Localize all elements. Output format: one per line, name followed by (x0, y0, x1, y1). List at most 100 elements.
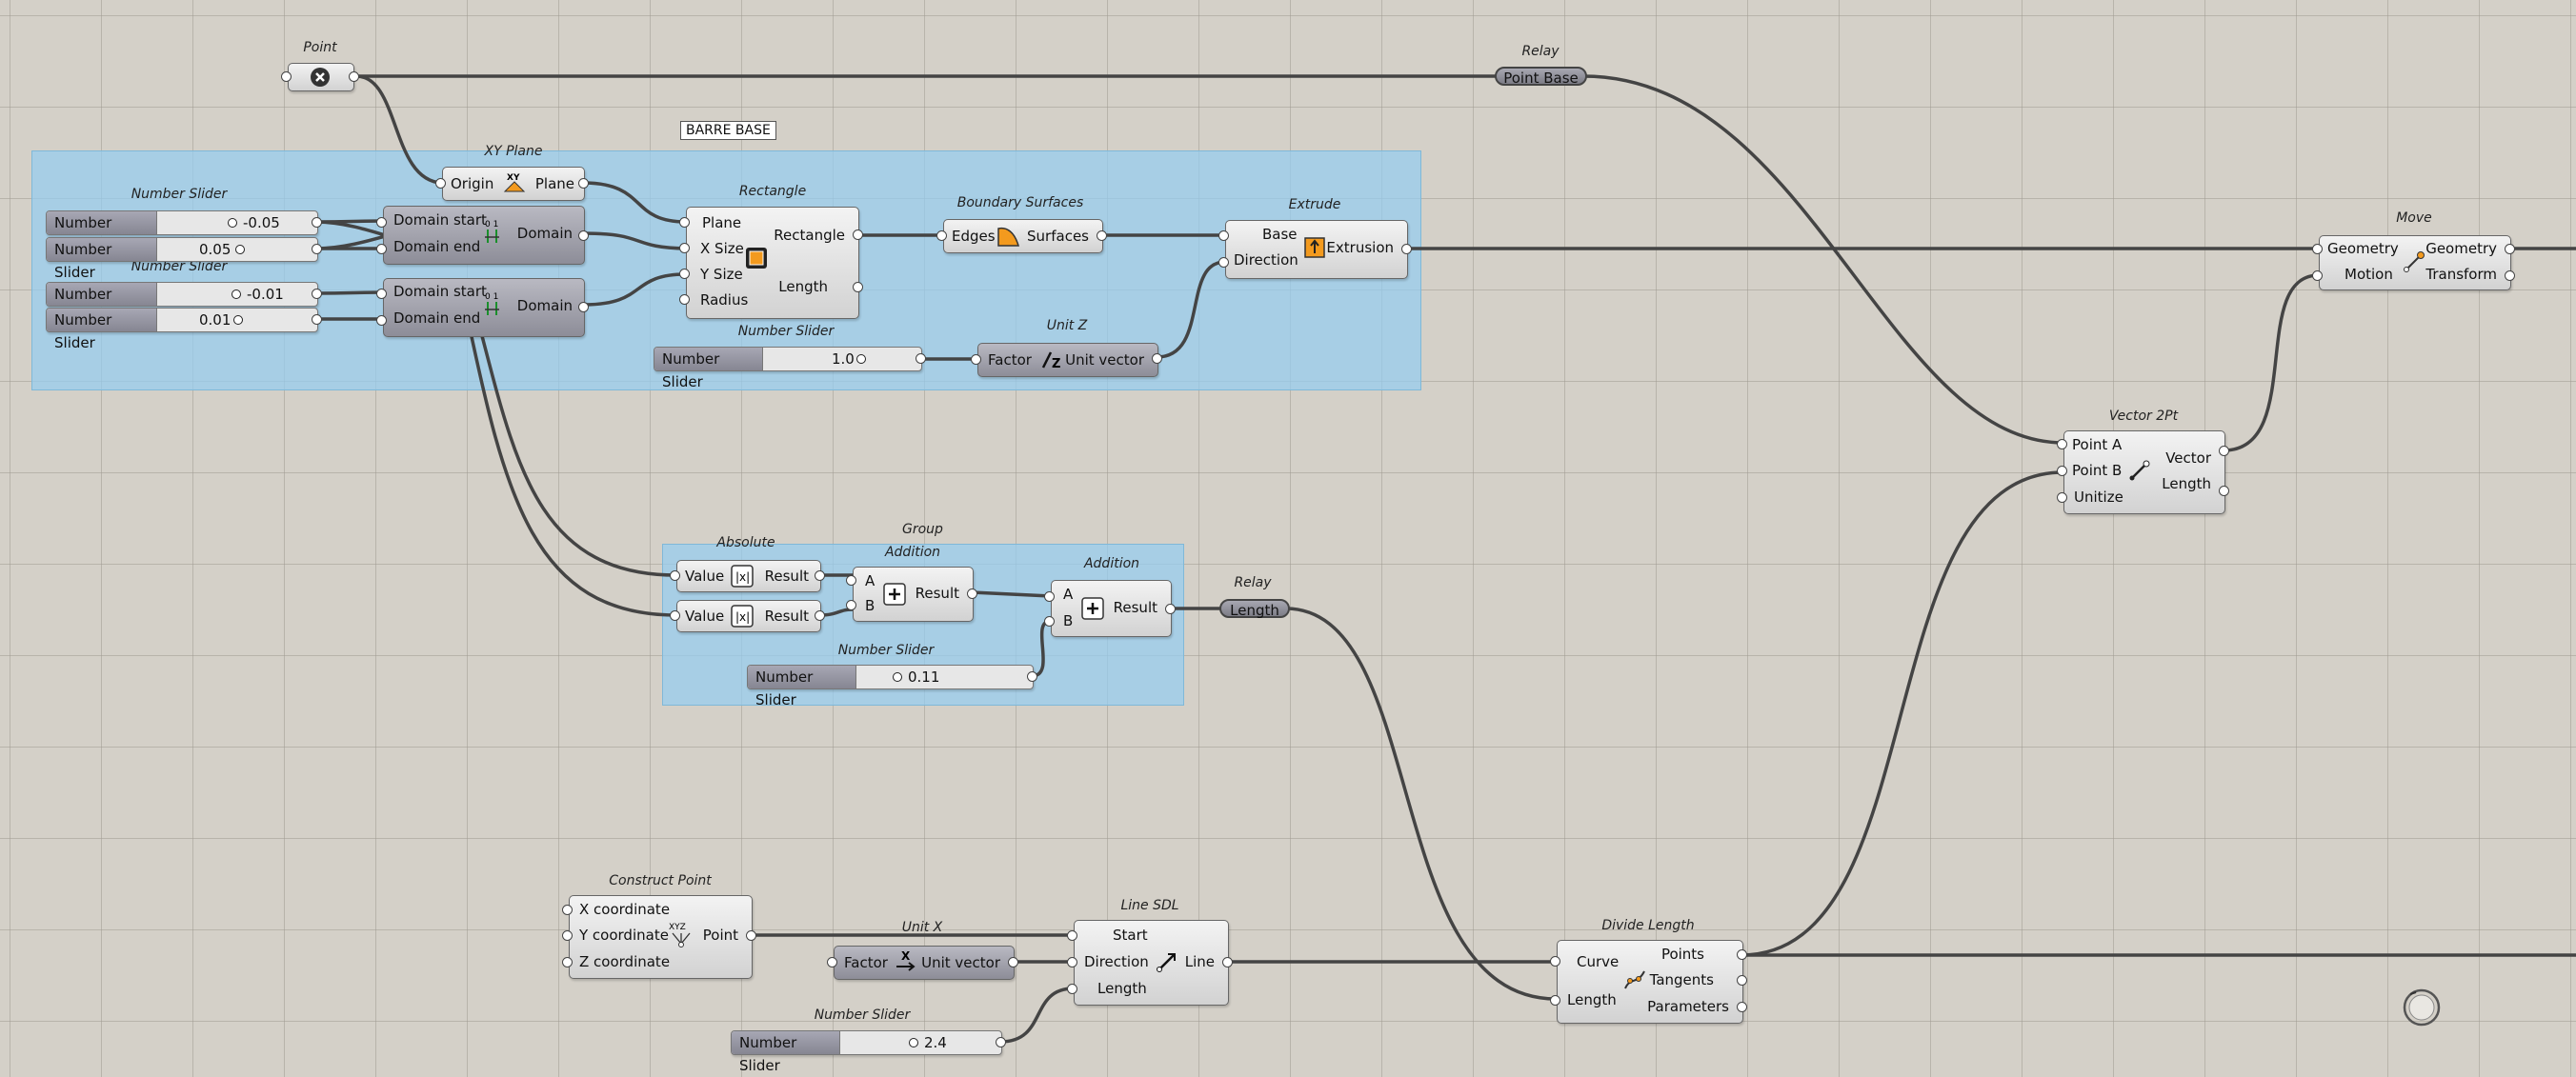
absolute-component-1[interactable]: Value |x| Result (676, 560, 821, 592)
vec2pt-in1-port[interactable] (2057, 439, 2067, 449)
addition-component-1[interactable]: A B Result (853, 567, 974, 622)
abs2-out-port[interactable] (815, 610, 825, 621)
domain1-in1-port[interactable] (376, 217, 387, 228)
rect-out1-port[interactable] (853, 229, 863, 240)
rect-in4-port[interactable] (679, 294, 690, 305)
domain1-in2-port[interactable] (376, 244, 387, 254)
xyplane-out-port[interactable] (578, 178, 589, 189)
slider-knob[interactable] (231, 289, 241, 299)
extrude-out-port[interactable] (1401, 244, 1412, 254)
boundary-in-port[interactable] (936, 230, 947, 241)
number-slider-2[interactable]: Number Slider 0.05 (46, 237, 318, 281)
divide-length-component[interactable]: Curve Length Points Tangents Parameters (1557, 940, 1743, 1024)
number-slider-5[interactable]: Number Slider 1.0 (654, 347, 922, 390)
slider-knob[interactable] (856, 354, 866, 364)
slider7-out-port[interactable] (996, 1037, 1006, 1047)
move-in1-port[interactable] (2312, 244, 2323, 254)
domain2-in1-port[interactable] (376, 289, 387, 299)
add1-in2-port[interactable] (846, 600, 856, 610)
unitz-in-port[interactable] (971, 354, 981, 365)
add1-in1-port[interactable] (846, 575, 856, 586)
extrude-in1-port[interactable] (1218, 230, 1229, 241)
slider1-out-port[interactable] (312, 217, 322, 228)
boundary-surfaces-component[interactable]: Edges Surfaces (943, 219, 1103, 253)
slider-knob[interactable] (893, 672, 902, 682)
slider3-out-port[interactable] (312, 289, 322, 299)
linesdl-in2-port[interactable] (1067, 957, 1077, 967)
divlen-in1-port[interactable] (1550, 956, 1560, 967)
linesdl-out-port[interactable] (1222, 957, 1233, 967)
unit-z-component[interactable]: Factor Z Unit vector (977, 343, 1158, 377)
domain2-out-port[interactable] (578, 302, 589, 312)
xy-plane-component[interactable]: Origin XY Plane (442, 167, 585, 201)
domain1-out-port[interactable] (578, 230, 589, 241)
linesdl-in1-port[interactable] (1067, 930, 1077, 941)
xyplane-in-port[interactable] (435, 178, 446, 189)
move-out2-port[interactable] (2505, 270, 2515, 281)
slider-knob[interactable] (228, 218, 237, 228)
slider6-out-port[interactable] (1027, 671, 1037, 682)
number-slider-4[interactable]: Number Slider 0.01 (46, 308, 318, 351)
absolute-component-2[interactable]: Value |x| Result (676, 600, 821, 632)
add1-out-port[interactable] (967, 588, 977, 599)
domain2-in2-port[interactable] (376, 315, 387, 326)
unit-x-component[interactable]: Factor X Unit vector (834, 946, 1015, 980)
vec2pt-out1-port[interactable] (2219, 446, 2229, 456)
slider-knob[interactable] (235, 245, 245, 254)
number-slider-1[interactable]: Number Slider -0.05 (46, 210, 318, 254)
cpt-in3-port[interactable] (562, 957, 573, 967)
number-slider-3[interactable]: Number Slider -0.01 (46, 282, 318, 326)
point-param[interactable] (288, 63, 354, 91)
extrude-in2-port[interactable] (1218, 257, 1229, 268)
rect-out2-port[interactable] (853, 282, 863, 292)
abs2-in-port[interactable] (670, 610, 680, 621)
cpt-out-port[interactable] (746, 930, 756, 941)
construct-point-component[interactable]: X coordinate Y coordinate Z coordinate X… (569, 895, 753, 979)
move-out1-port[interactable] (2505, 244, 2515, 254)
construct-domain-1[interactable]: Domain start Domain end 0 1 Domain (383, 206, 585, 265)
rectangle-component[interactable]: Plane X Size Y Size Radius Rectangle Len… (686, 207, 859, 319)
extrude-component[interactable]: Base Direction Extrusion (1225, 220, 1408, 279)
divlen-out1-port[interactable] (1737, 949, 1747, 960)
point-input-port[interactable] (281, 71, 292, 82)
divlen-out3-port[interactable] (1737, 1002, 1747, 1012)
vec2pt-in3-port[interactable] (2057, 492, 2067, 503)
construct-domain-2[interactable]: Domain start Domain end 0 1 Domain (383, 278, 585, 337)
slider2-out-port[interactable] (312, 244, 322, 254)
line-sdl-component[interactable]: Start Direction Length Line (1074, 920, 1229, 1006)
divlen-out2-port[interactable] (1737, 975, 1747, 986)
move-component[interactable]: Geometry Motion Geometry Transform (2319, 235, 2511, 290)
add2-in2-port[interactable] (1044, 616, 1055, 627)
slider5-out-port[interactable] (916, 353, 926, 364)
slider-knob[interactable] (233, 315, 243, 325)
linesdl-in3-port[interactable] (1067, 984, 1077, 994)
divlen-in2-port[interactable] (1550, 995, 1560, 1006)
relay-point-base[interactable]: Point Base (1495, 67, 1587, 87)
rect-in1-port[interactable] (679, 217, 690, 228)
canvas-nav-widget-icon[interactable] (2401, 987, 2443, 1028)
vector-2pt-component[interactable]: Point A Point B Unitize Vector Length (2063, 430, 2225, 514)
relay-length[interactable]: Length (1219, 599, 1290, 619)
abs1-out-port[interactable] (815, 570, 825, 581)
add2-in1-port[interactable] (1044, 591, 1055, 602)
addition-component-2[interactable]: A B Result (1051, 580, 1172, 637)
add2-out-port[interactable] (1165, 604, 1176, 614)
unitx-out-port[interactable] (1008, 957, 1018, 967)
point-output-port[interactable] (349, 71, 359, 82)
unitz-out-port[interactable] (1152, 353, 1162, 364)
slider4-out-port[interactable] (312, 314, 322, 325)
abs1-in-port[interactable] (670, 570, 680, 581)
rect-in3-port[interactable] (679, 269, 690, 279)
move-in2-port[interactable] (2312, 270, 2323, 281)
vec2pt-in2-port[interactable] (2057, 466, 2067, 476)
vec2pt-out2-port[interactable] (2219, 486, 2229, 496)
cpt-in1-port[interactable] (562, 905, 573, 915)
number-slider-7[interactable]: Number Slider 2.4 (731, 1030, 1002, 1074)
cpt-in2-port[interactable] (562, 930, 573, 941)
unitx-in-port[interactable] (827, 957, 837, 967)
boundary-out-port[interactable] (1097, 230, 1107, 241)
rect-in2-port[interactable] (679, 243, 690, 253)
barre-base-scribble[interactable]: BARRE BASE (680, 121, 776, 140)
number-slider-6[interactable]: Number Slider 0.11 (747, 665, 1034, 708)
slider-knob[interactable] (909, 1038, 918, 1047)
